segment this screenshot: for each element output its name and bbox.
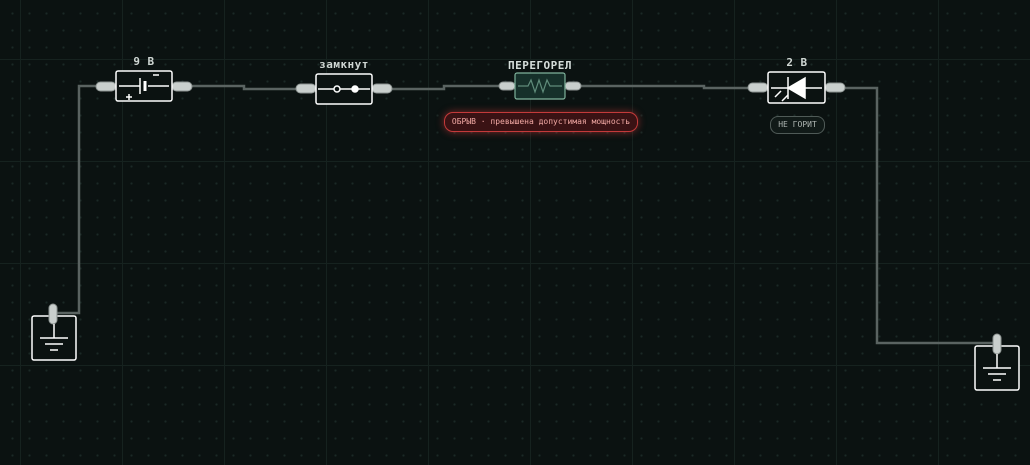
resistor-fault-badge: ОБРЫВ · превышена допустимая мощность <box>444 112 638 132</box>
switch-icon <box>318 85 370 93</box>
resistor-terminal-right[interactable] <box>564 81 582 91</box>
ground-left-terminal[interactable] <box>48 303 58 325</box>
ground-right-component[interactable] <box>974 333 1020 391</box>
battery-voltage-label: 9 В <box>133 55 155 68</box>
wire-resistor-to-led[interactable] <box>580 84 751 90</box>
battery-icon <box>119 74 169 100</box>
wire-battery-to-switch[interactable] <box>190 84 299 91</box>
ground-right-icon <box>983 354 1011 381</box>
switch-state-label: замкнут <box>319 58 369 71</box>
resistor-terminal-left[interactable] <box>498 81 516 91</box>
battery-component[interactable] <box>95 70 193 102</box>
led-terminal-right[interactable] <box>824 82 846 93</box>
resistor-component[interactable] <box>498 72 582 100</box>
resistor-state-label: ПЕРЕГОРЕЛ <box>507 59 573 72</box>
battery-terminal-right[interactable] <box>171 81 193 92</box>
wire-switch-to-resistor[interactable] <box>391 84 501 91</box>
wires <box>53 84 996 345</box>
led-terminal-left[interactable] <box>747 82 769 93</box>
led-status-badge: НЕ ГОРИТ <box>770 116 825 134</box>
resistor-zigzag-icon <box>518 78 562 94</box>
switch-terminal-left[interactable] <box>295 83 317 94</box>
led-diode-icon <box>771 76 822 102</box>
resistor-body[interactable] <box>514 72 566 100</box>
ground-left-icon <box>40 324 68 351</box>
led-voltage-label: 2 В <box>786 56 808 69</box>
led-component[interactable] <box>747 71 846 104</box>
ground-left-component[interactable] <box>31 303 77 361</box>
wire-ground-to-battery[interactable] <box>53 84 98 315</box>
ground-right-terminal[interactable] <box>992 333 1002 355</box>
switch-terminal-right[interactable] <box>371 83 393 94</box>
battery-terminal-left[interactable] <box>95 81 117 92</box>
wire-led-to-ground[interactable] <box>842 86 996 345</box>
switch-component[interactable] <box>295 73 393 105</box>
